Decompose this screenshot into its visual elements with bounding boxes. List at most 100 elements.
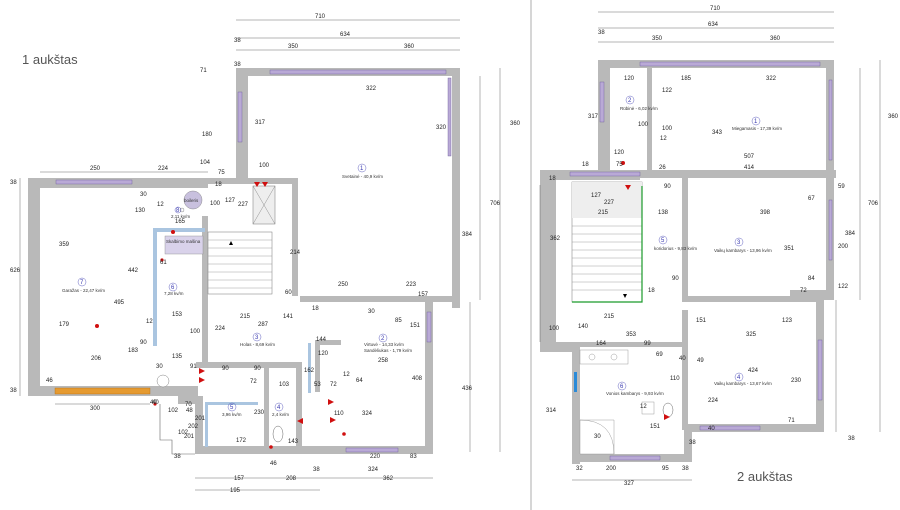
- floor-2-dimensions: 710 634 350 360 38 120 185 322 317 122 3…: [546, 6, 899, 487]
- dimension-label: 220: [370, 454, 381, 460]
- dimension-label: 100: [662, 126, 673, 132]
- dimension-label: 100: [638, 122, 649, 128]
- dimension-label: 325: [746, 332, 757, 338]
- dimension-label: 350: [288, 44, 299, 50]
- dimension-label: 322: [766, 76, 777, 82]
- dimension-label: 634: [340, 32, 351, 38]
- dimension-label: 102: [168, 408, 179, 414]
- dimension-label: 398: [760, 210, 771, 216]
- dimension-label: 414: [744, 165, 755, 171]
- dimension-label: 127: [591, 193, 602, 199]
- dimension-label: 60: [285, 290, 292, 296]
- room-number: 8: [176, 208, 180, 214]
- dimension-label: 18: [549, 176, 556, 182]
- dimension-label: 408: [412, 376, 423, 382]
- dimension-label: 100: [259, 163, 270, 169]
- dimension-label: 706: [868, 201, 879, 207]
- dimension-label: 151: [696, 318, 707, 324]
- dimension-label: 18: [582, 162, 589, 168]
- dimension-label: 206: [91, 356, 102, 362]
- dimension-label: 48: [186, 408, 193, 414]
- dimension-label: 350: [652, 36, 663, 42]
- dimension-label: 360: [888, 114, 899, 120]
- dimension-label: 38: [10, 180, 17, 186]
- dimension-label: 61: [160, 260, 167, 266]
- dimension-label: 157: [234, 476, 245, 482]
- dimension-label: 38: [848, 436, 855, 442]
- room-number: 2: [628, 98, 632, 104]
- dimension-label: 359: [59, 242, 70, 248]
- dimension-label: 183: [128, 348, 139, 354]
- dimension-label: 127: [225, 198, 236, 204]
- dimension-label: 151: [650, 424, 661, 430]
- dimension-label: 30: [156, 364, 163, 370]
- dimension-label: 38: [689, 440, 696, 446]
- dimension-label: 250: [338, 282, 349, 288]
- room-number: 6: [620, 384, 624, 390]
- dimension-label: 90: [222, 366, 229, 372]
- dimension-label: 75: [218, 170, 225, 176]
- dimension-label: 83: [410, 454, 417, 460]
- bathroom-label: Vonios kambarys - 9,93 kv/m: [606, 391, 664, 396]
- room-7-label: Garažas - 22,47 kv/m: [62, 288, 105, 293]
- room-number: 6: [171, 285, 175, 291]
- dimension-label: 495: [114, 300, 125, 306]
- dimension-label: 30: [594, 434, 601, 440]
- dimension-label: 18: [648, 288, 655, 294]
- dimension-label: 26: [659, 165, 666, 171]
- room-2-label: Virtuvė - 14,33 kv/m: [364, 342, 404, 347]
- floor-2-plan: [539, 11, 881, 481]
- dimension-label: 141: [283, 314, 294, 320]
- room-8-label: 2,11 kv/m: [171, 214, 190, 219]
- room-3-label: Holas - 8,69 kv/m: [240, 342, 275, 347]
- dimension-label: 123: [782, 318, 793, 324]
- dimension-label: 162: [304, 368, 315, 374]
- dimension-label: 215: [604, 314, 615, 320]
- kids-room-1-label: Vaikų kambarys - 13,96 kv/m: [714, 248, 772, 253]
- dimension-label: 140: [578, 324, 589, 330]
- dimension-label: 90: [140, 340, 147, 346]
- dimension-label: 172: [236, 438, 247, 444]
- dimension-label: 362: [383, 476, 394, 482]
- dimension-label: 200: [838, 244, 849, 250]
- floor-2-title: 2 aukštas: [737, 469, 793, 484]
- room-1-label: Svetainė - 40,9 kv/m: [342, 174, 383, 179]
- room-number: 4: [277, 405, 281, 411]
- dimension-label: 230: [791, 378, 802, 384]
- dimension-label: 200: [606, 466, 617, 472]
- dimension-label: 95: [662, 466, 669, 472]
- dimension-label: 70: [185, 402, 192, 408]
- dimension-label: 202: [188, 424, 199, 430]
- dimension-label: 72: [330, 382, 337, 388]
- dimension-label: 49: [697, 358, 704, 364]
- dimension-label: 227: [604, 200, 615, 206]
- dimension-label: 360: [770, 36, 781, 42]
- floor-1-title: 1 aukštas: [22, 52, 78, 67]
- dimension-label: 40: [679, 356, 686, 362]
- dimension-label: 626: [10, 268, 21, 274]
- room-number: 3: [255, 335, 259, 341]
- dimension-label: 151: [410, 323, 421, 329]
- dimension-label: 165: [175, 219, 186, 225]
- dimension-label: 59: [838, 184, 845, 190]
- dimension-label: 90: [664, 184, 671, 190]
- room-5-label: 3,96 kv/m: [222, 412, 242, 417]
- dimension-label: 122: [838, 284, 849, 290]
- dimension-label: 72: [250, 379, 257, 385]
- washer-label: Skalbimo mašina: [166, 239, 201, 244]
- dimension-label: 38: [234, 62, 241, 68]
- dimension-label: 18: [215, 182, 222, 188]
- dimension-label: 71: [788, 418, 795, 424]
- dimension-label: 38: [313, 467, 320, 473]
- dimension-label: 343: [712, 130, 723, 136]
- dimension-label: 317: [588, 114, 599, 120]
- dimension-label: 214: [290, 250, 301, 256]
- dimension-label: 215: [598, 210, 609, 216]
- dimension-label: 90: [672, 276, 679, 282]
- dimension-label: 227: [238, 202, 249, 208]
- boiler-label: boileris: [184, 198, 199, 203]
- dimension-label: 442: [128, 268, 139, 274]
- dimension-label: 153: [172, 312, 183, 318]
- dimension-label: 38: [174, 454, 181, 460]
